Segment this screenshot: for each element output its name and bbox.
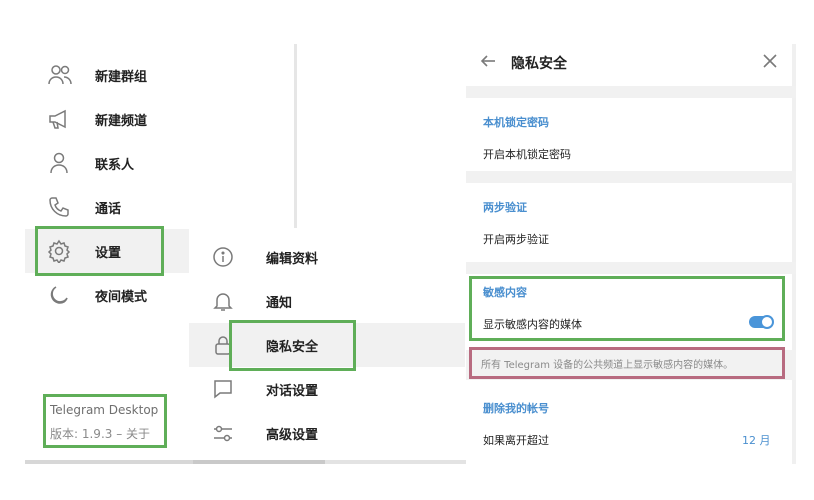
settings-label: 对话设置 [266, 384, 319, 399]
menu-item-calls[interactable]: 通话 [25, 185, 189, 229]
menu-label: 新建群组 [95, 70, 148, 85]
settings-label: 高级设置 [266, 428, 319, 443]
section-divider [466, 171, 796, 183]
users-icon [47, 63, 73, 87]
settings-item-chat[interactable]: 对话设置 [189, 367, 465, 411]
menu-label: 新建频道 [95, 114, 148, 129]
show-sensitive-media-row: 显示敏感内容的媒体 [483, 318, 582, 331]
menu-item-new-channel[interactable]: 新建频道 [25, 97, 189, 141]
highlight-settings [35, 226, 164, 276]
delete-account-title: 删除我的帐号 [483, 402, 549, 415]
phone-icon [47, 195, 73, 219]
settings-item-privacy[interactable]: 隐私安全 [189, 323, 465, 367]
menu-label: 联系人 [95, 158, 135, 173]
version-about-link[interactable]: 版本: 1.9.3 – 关于 [50, 427, 151, 441]
sensitive-hint: 所有 Telegram 设备的公共频道上显示敏感内容的媒体。 [481, 360, 734, 371]
sensitive-hint-bg [466, 350, 796, 380]
menu-scrollbar[interactable] [294, 44, 297, 228]
app-name: Telegram Desktop [50, 403, 159, 417]
settings-label: 隐私安全 [266, 340, 319, 355]
back-arrow-icon[interactable] [479, 52, 497, 70]
menu-label: 夜间模式 [95, 290, 148, 305]
highlight-sensitive-hint [469, 347, 785, 379]
privacy-panel [466, 44, 796, 464]
delete-if-away-row[interactable]: 如果离开超过 [483, 434, 549, 447]
version-info: Telegram Desktop 版本: 1.9.3 – 关于 [43, 394, 167, 448]
sliders-icon [212, 422, 234, 444]
settings-item-notifications[interactable]: 通知 [189, 279, 465, 323]
menu-item-night-mode[interactable]: 夜间模式 [25, 273, 189, 317]
delete-if-away-value[interactable]: 12 月 [742, 434, 771, 447]
settings-label: 通知 [266, 296, 293, 311]
info-icon [212, 246, 234, 268]
two-step-title: 两步验证 [483, 201, 527, 214]
highlight-sensitive-content [469, 276, 785, 341]
enable-passcode-row[interactable]: 开启本机锁定密码 [483, 148, 571, 161]
bottom-scrollbar-right[interactable] [325, 460, 581, 464]
chat-bubble-icon [212, 378, 234, 400]
section-divider [466, 86, 796, 98]
menu-label: 通话 [95, 202, 122, 217]
privacy-title: 隐私安全 [511, 56, 567, 72]
highlight-privacy [229, 320, 356, 371]
highlight-version [43, 394, 167, 448]
megaphone-icon [47, 107, 73, 131]
gear-icon [47, 239, 73, 263]
close-icon[interactable] [762, 53, 778, 69]
moon-icon [47, 283, 73, 307]
settings-item-edit-profile[interactable]: 编辑资料 [189, 235, 465, 279]
panel-scrollbar[interactable] [792, 44, 796, 464]
settings-item-advanced[interactable]: 高级设置 [189, 411, 465, 455]
local-passcode-title: 本机锁定密码 [483, 116, 549, 129]
menu-item-new-group[interactable]: 新建群组 [25, 53, 189, 97]
menu-label: 设置 [95, 246, 122, 261]
settings-label: 编辑资料 [266, 252, 319, 267]
enable-two-step-row[interactable]: 开启两步验证 [483, 233, 549, 246]
bottom-scrollbar-left[interactable] [25, 460, 193, 464]
menu-item-contacts[interactable]: 联系人 [25, 141, 189, 185]
sensitive-media-toggle[interactable] [749, 315, 774, 329]
section-divider [466, 262, 796, 274]
sensitive-content-title: 敏感内容 [483, 286, 527, 299]
toggle-knob [760, 315, 774, 329]
bell-icon [212, 290, 234, 312]
bottom-scrollbar-middle[interactable] [193, 460, 325, 464]
user-icon [47, 151, 73, 175]
